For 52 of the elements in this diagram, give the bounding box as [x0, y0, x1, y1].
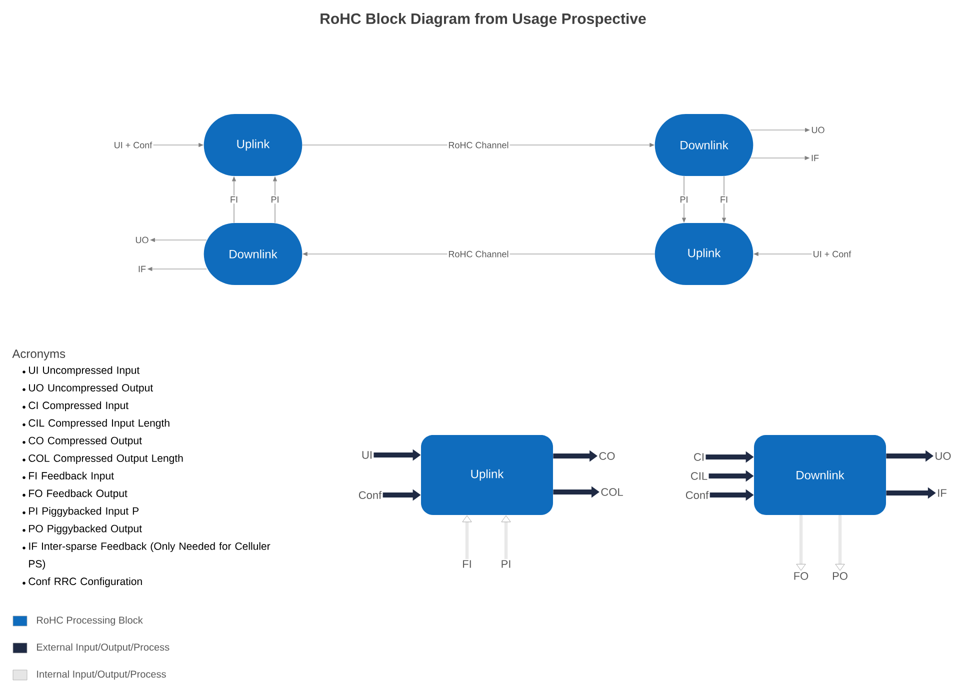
signal-label: CIL	[691, 472, 708, 480]
list-item: CO Compressed Output	[22, 436, 142, 446]
edge-label: FI	[229, 195, 239, 204]
signal-label: UI	[362, 451, 372, 459]
list-item: UI Uncompressed Input	[22, 366, 140, 376]
edge-label: RoHC Channel	[447, 250, 510, 258]
list-item: CIL Compressed Input Length	[22, 419, 170, 429]
process-pill: Downlink	[204, 223, 302, 285]
signal-label: UO	[936, 452, 951, 460]
edge-label: PI	[270, 195, 280, 204]
list-item: FO Feedback Output	[22, 489, 128, 500]
list-item: CI Compressed Input	[22, 401, 128, 412]
list-item: IF Inter-sparse Feedback (Only Needed for Celluler PS)	[22, 542, 270, 570]
legend-label: External Input/Output/Process	[37, 643, 170, 653]
process-pill: Downlink	[654, 114, 754, 176]
list-item: COL Compressed Output Length	[22, 454, 183, 464]
signal-label: Conf	[358, 490, 382, 500]
list-item: UO Uncompressed Output	[22, 384, 153, 394]
hollow-arrow	[796, 515, 806, 571]
signal-label: UI + Conf	[114, 142, 152, 148]
signal-label: FI	[463, 560, 471, 568]
signal-label: UO	[136, 236, 148, 244]
signal-label: CO	[599, 452, 615, 460]
signal-label: Conf	[686, 490, 709, 500]
signal-label: PO	[832, 572, 848, 580]
legend-label: RoHC Processing Block	[37, 616, 143, 626]
edge-label: FI	[719, 195, 729, 204]
list-item: PI Piggybacked Input P	[22, 507, 139, 517]
signal-label: IF	[812, 154, 819, 162]
signal-label: IF	[138, 266, 146, 272]
signal-label: IF	[938, 489, 946, 497]
signal-label: FO	[794, 572, 808, 580]
process-box: Uplink	[421, 435, 553, 515]
hollow-arrow	[462, 515, 472, 559]
list-item: FI Feedback Input	[22, 472, 114, 482]
edge-label: PI	[678, 195, 690, 204]
signal-label: COL	[601, 488, 623, 496]
hollow-arrow	[835, 515, 845, 571]
signal-label: UO	[812, 126, 824, 134]
list-item: Conf RRC Configuration	[22, 577, 142, 588]
signal-label: CI	[694, 453, 704, 461]
hollow-arrow	[501, 515, 511, 559]
signal-label: PI	[502, 560, 510, 568]
heading: Acronyms	[12, 350, 66, 360]
signal-label: UI + Conf	[814, 250, 852, 258]
process-box: Downlink	[754, 435, 886, 515]
legend-label: Internal Input/Output/Process	[37, 670, 166, 680]
list-item: PO Piggybacked Output	[22, 524, 142, 534]
edge-label: RoHC Channel	[447, 140, 510, 150]
title: RoHC Block Diagram from Usage Prospective	[320, 12, 646, 28]
process-pill: Uplink	[204, 114, 302, 176]
process-pill: Uplink	[654, 223, 754, 285]
